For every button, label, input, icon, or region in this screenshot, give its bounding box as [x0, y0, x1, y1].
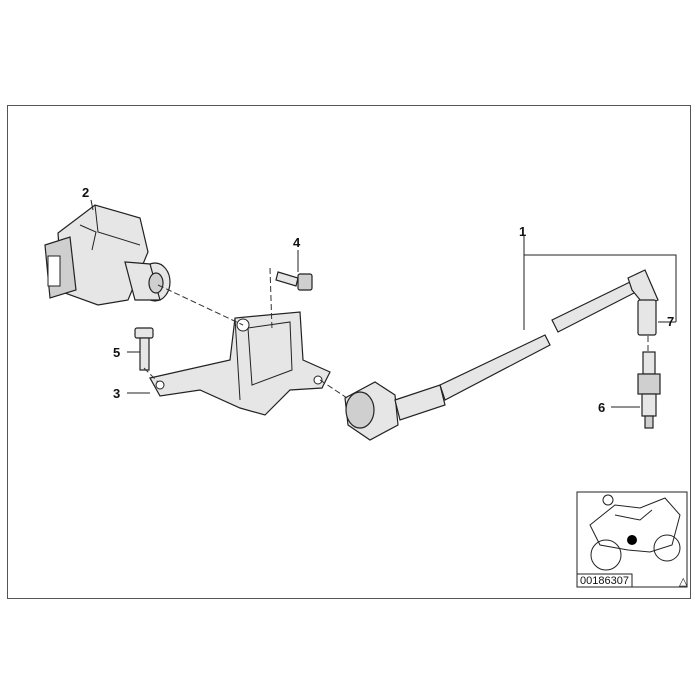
- callout-3: 3: [113, 386, 120, 401]
- spark-plug[interactable]: [637, 351, 661, 429]
- callout-labels: 1 2 3 4 5 6 7: [82, 185, 674, 415]
- diagram-frame: [7, 105, 691, 599]
- screw-4[interactable]: [275, 271, 313, 291]
- corner-triangle-icon: △: [679, 576, 688, 588]
- callout-5: 5: [113, 345, 120, 360]
- callout-2: 2: [82, 185, 89, 200]
- reference-number: 00186307: [580, 575, 629, 587]
- leader-lines: [90, 199, 677, 408]
- callout-6: 6: [598, 400, 605, 415]
- ignition-coil[interactable]: [44, 204, 171, 306]
- mounting-bracket[interactable]: [149, 311, 331, 416]
- locator-thumbnail: 00186307 △: [576, 491, 688, 588]
- ignition-lead[interactable]: [344, 269, 659, 441]
- assembly-lines: [143, 267, 649, 399]
- bolt-5[interactable]: [134, 327, 154, 371]
- callout-7: 7: [667, 314, 674, 329]
- callout-4: 4: [293, 235, 301, 250]
- motorcycle-icon: [589, 497, 681, 553]
- location-dot: [627, 535, 637, 545]
- callout-1: 1: [519, 224, 526, 239]
